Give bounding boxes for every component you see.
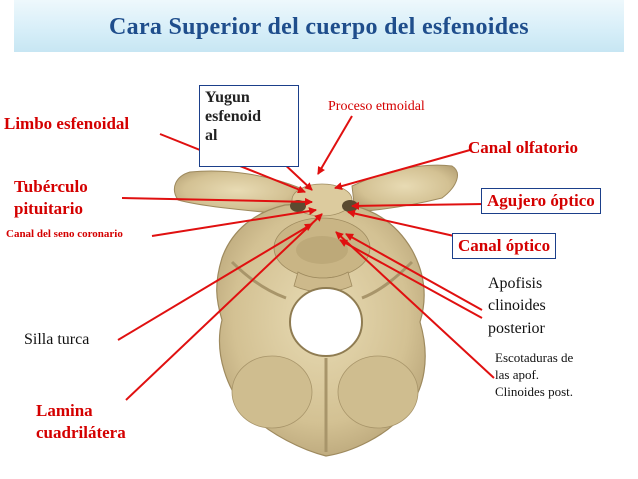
label-yugum-esfenoidal: Yugun esfenoid al: [199, 85, 299, 167]
pointer-escotaduras: [335, 231, 495, 379]
pointer-proceso: [317, 115, 353, 175]
label-tuberculo-line-2: pituitario: [14, 199, 83, 219]
label-apofisis-clinoides: Apofisis clinoides posterior: [488, 273, 546, 340]
title-banner: [14, 0, 624, 52]
label-proceso-etmoidal: Proceso etmoidal: [328, 99, 425, 114]
pointer-canal-olfatorio: [334, 149, 471, 190]
right-occipital-fossa: [337, 355, 419, 429]
foramen-magnum: [289, 287, 363, 357]
pointer-silla: [117, 223, 313, 341]
pointer-seno: [151, 207, 317, 237]
pointer-apofisis-2: [339, 239, 483, 319]
label-limbo-esfenoidal: Limbo esfenoidal: [4, 114, 130, 133]
label-agujero-optico: Agujero óptico: [481, 188, 601, 214]
label-yugum-line-1: Yugun: [205, 89, 250, 106]
label-yugum-line-2: esfenoid: [205, 108, 261, 126]
pointer-lamina: [125, 213, 323, 401]
pituitary-fossa: [296, 236, 348, 264]
label-apofisis-line-1: Apofisis: [488, 275, 543, 292]
label-apofisis-line-2: clinoides: [488, 297, 546, 315]
label-silla-turca: Silla turca: [24, 331, 90, 348]
label-tuberculo-line-1: Tubérculo: [14, 177, 88, 196]
left-optic-foramen: [290, 200, 306, 212]
pointer-tuberculo: [121, 197, 313, 206]
left-petrous: [230, 260, 287, 300]
page-title: Cara Superior del cuerpo del esfenoides: [109, 14, 529, 40]
label-canal-olfatorio: Canal olfatorio: [468, 138, 579, 157]
pointer-agujero: [351, 201, 485, 210]
label-tuberculo-pituitario: Tubérculo pituitario: [14, 176, 88, 220]
sphenoid-bone: [174, 164, 458, 457]
label-escotaduras-line-3: Clinoides post.: [495, 383, 574, 399]
label-canal-optico: Canal óptico: [452, 233, 557, 259]
dorsum-sellae: [293, 271, 353, 293]
left-lesser-wing: [174, 170, 301, 215]
left-occipital-fossa: [231, 355, 313, 429]
label-escotaduras-line-1: Escotaduras de: [495, 350, 574, 365]
label-canal-seno-coronario: Canal del seno coronario: [6, 228, 123, 240]
pointer-apofisis-1: [345, 233, 483, 311]
label-yugum-line-3: al: [205, 127, 218, 145]
label-escotaduras: Escotaduras de las apof. Clinoides post.: [495, 350, 573, 401]
pointer-canal-optico: [347, 209, 455, 237]
label-lamina-line-1: Lamina: [36, 401, 93, 420]
label-lamina-line-2: cuadrilátera: [36, 423, 126, 443]
label-apofisis-line-3: posterior: [488, 319, 545, 337]
label-lamina-cuadrilatera: Lamina cuadrilátera: [36, 400, 126, 444]
label-escotaduras-line-2: las apof.: [495, 366, 540, 382]
